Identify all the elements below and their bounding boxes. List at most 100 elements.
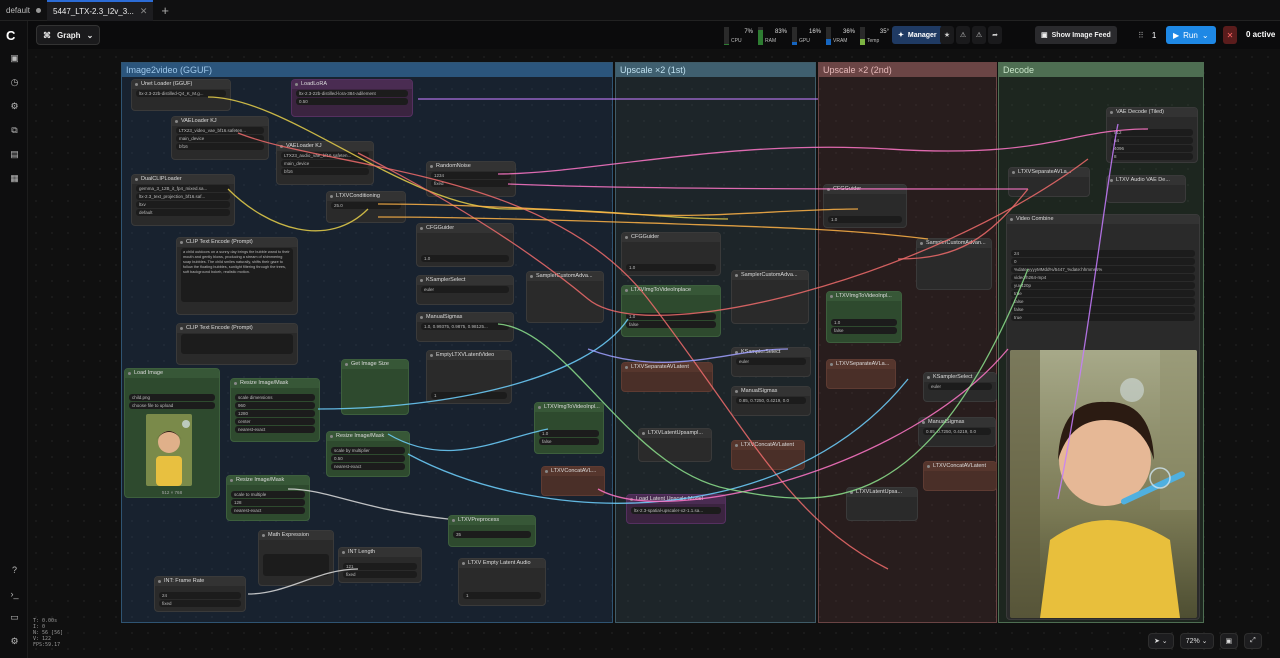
node-ksampler-select-u1[interactable]: KSamplerSelect euler	[731, 347, 811, 377]
node-widget[interactable]: 0.85, 0.7250, 0.4219, 0.0	[923, 428, 991, 435]
node-title[interactable]: Load Latent Upscale Model	[627, 495, 725, 504]
node-title[interactable]: LTXVImgToVideoInpl...	[535, 403, 603, 412]
node-widget[interactable]: 8	[1111, 153, 1193, 160]
node-clip-text-negative[interactable]: CLIP Text Encode (Prompt)	[176, 323, 298, 365]
node-ltxv-latent-upsample-2[interactable]: LTXVLatentUpsa...	[846, 487, 918, 521]
node-title[interactable]: KSamplerSelect	[924, 373, 996, 382]
node-widget[interactable]: 128	[231, 499, 305, 506]
forward-icon[interactable]: ➦	[988, 26, 1002, 44]
node-widget[interactable]: fixed	[431, 180, 511, 187]
node-widget[interactable]: false	[626, 321, 716, 328]
node-title[interactable]: Video Combine	[1007, 215, 1199, 224]
group-upscale-1st[interactable]: Upscale ×2 (1st)	[615, 62, 816, 623]
node-title[interactable]: CFGGuider	[622, 233, 720, 242]
alert-icon[interactable]: ⚠	[972, 26, 986, 44]
node-widget[interactable]: LTX23_audio_vae_bf16.safeten...	[281, 152, 369, 159]
node-widget[interactable]: euler	[928, 383, 992, 390]
node-widget[interactable]: 1.0, 0.99375, 0.9875, 0.98125...	[421, 323, 509, 330]
node-widget[interactable]: 0	[1011, 258, 1195, 265]
node-title[interactable]: Math Expression	[259, 531, 333, 540]
node-widget[interactable]: scale to multiple	[231, 491, 305, 498]
node-ltxv-img-inplace[interactable]: LTXVImgToVideoInpl... 1.0 false	[534, 402, 604, 454]
node-load-lora[interactable]: LoadLoRA ltx-2.3-22b-distilled-lora-384-…	[291, 79, 413, 117]
node-widget[interactable]: 1280	[235, 410, 315, 417]
node-widget[interactable]: ltx-2.3_text_projection_bf16.saf...	[136, 193, 230, 200]
node-resize-image-3[interactable]: Resize Image/Mask scale to multiple 128 …	[226, 475, 310, 521]
node-ksampler-select-u2[interactable]: KSamplerSelect euler	[923, 372, 997, 402]
node-ltxv-img-u2[interactable]: LTXVImgToVideoInpl... 1.0 false	[826, 291, 902, 343]
node-cfg-guider-u2[interactable]: CFGGuider 1.0	[823, 184, 907, 228]
close-icon[interactable]: ✕	[139, 5, 148, 16]
node-widget[interactable]: 4096	[1111, 145, 1193, 152]
video-preview[interactable]	[1010, 350, 1197, 618]
node-title[interactable]: LTXV Empty Latent Audio	[459, 559, 545, 568]
node-widget[interactable]: 64	[1111, 137, 1193, 144]
upload-button[interactable]: choose file to upload	[129, 402, 215, 409]
show-image-feed-button[interactable]: ▣ Show Image Feed	[1035, 26, 1117, 44]
node-manual-sigmas[interactable]: ManualSigmas 1.0, 0.99375, 0.9875, 0.981…	[416, 312, 514, 342]
node-ltxv-latent-upsample[interactable]: LTXVLatentUpsampl...	[638, 428, 712, 462]
node-widget[interactable]: main_device	[281, 160, 369, 167]
node-sampler-custom-u1[interactable]: SamplerCustomAdva...	[731, 270, 809, 324]
node-dual-clip-loader[interactable]: DualCLIPLoader gemma_3_12B_it_fp4_mixed.…	[131, 174, 235, 226]
node-title[interactable]: Load Image	[125, 369, 219, 378]
node-widget[interactable]: video/h264-mp4	[1011, 274, 1195, 281]
node-ltxv-empty-audio[interactable]: LTXV Empty Latent Audio 1	[458, 558, 546, 606]
node-title[interactable]: VAELoader KJ	[277, 142, 373, 151]
node-title[interactable]: Resize Image/Mask	[231, 379, 319, 388]
node-int-frame-rate[interactable]: INT: Frame Rate 24 fixed	[154, 576, 246, 612]
node-ltxv-concat-u1[interactable]: LTXVConcatAVLatent	[731, 440, 805, 470]
node-widget[interactable]: 0.50	[331, 455, 405, 462]
node-title[interactable]: ManualSigmas	[417, 313, 513, 322]
run-button[interactable]: ▶ Run ⌄	[1166, 26, 1216, 44]
node-title[interactable]: SamplerCustomAdva...	[732, 271, 808, 280]
node-widget[interactable]: ltx-2.3-spatial-upscaler-x2-1.1.sa...	[631, 507, 721, 514]
node-widget[interactable]: 25.0	[331, 202, 401, 209]
node-cfg-guider-u1[interactable]: CFGGuider 1.0	[621, 232, 721, 276]
node-title[interactable]: LTXVConcatAVL...	[542, 467, 604, 476]
workflows-icon[interactable]: ▤	[10, 149, 19, 159]
node-title[interactable]: INT: Frame Rate	[155, 577, 245, 586]
node-widget[interactable]: false	[1011, 306, 1195, 313]
group-title[interactable]: Upscale ×2 (2nd)	[819, 63, 996, 77]
nodes-icon[interactable]: ⚙	[10, 101, 19, 111]
node-title[interactable]: LTXVSeparateAVLa...	[1009, 168, 1089, 177]
node-title[interactable]: CLIP Text Encode (Prompt)	[177, 324, 297, 333]
help-icon[interactable]: ?	[11, 564, 17, 575]
node-title[interactable]: CFGGuider	[417, 224, 513, 233]
node-title[interactable]: CLIP Text Encode (Prompt)	[177, 238, 297, 247]
node-widget[interactable]: 1234	[431, 172, 511, 179]
node-widget[interactable]: 1.0	[539, 430, 599, 437]
node-title[interactable]: KSamplerSelect	[417, 276, 513, 285]
node-title[interactable]: INT Length	[339, 548, 421, 557]
group-title[interactable]: Image2video (GGUF)	[122, 63, 612, 77]
node-title[interactable]: RandomNoise	[427, 162, 515, 171]
node-ltxv-separate-u1[interactable]: LTXVSeparateAVLatent	[621, 362, 713, 392]
node-title[interactable]: LTXVLatentUpsa...	[847, 488, 917, 497]
node-title[interactable]: LTXVPreprocess	[449, 516, 535, 525]
select-mode-button[interactable]: ➤ ⌄	[1148, 633, 1174, 649]
node-ltxv-separate-dec[interactable]: LTXVSeparateAVLa...	[1008, 167, 1090, 197]
node-widget[interactable]: 1.0	[626, 264, 716, 271]
node-widget[interactable]: default	[136, 209, 230, 216]
node-sampler-custom[interactable]: SamplerCustomAdva...	[526, 271, 604, 323]
node-math-expression[interactable]: Math Expression	[258, 530, 334, 586]
group-title[interactable]: Upscale ×2 (1st)	[616, 63, 815, 77]
node-title[interactable]: VAE Decode (Tiled)	[1107, 108, 1197, 117]
share-icon[interactable]: ⚠	[956, 26, 970, 44]
node-ltxv-preprocess[interactable]: LTXVPreprocess 35	[448, 515, 536, 547]
node-vae-loader-kj[interactable]: VAELoader KJ LTX23_video_vae_bf16.safete…	[171, 116, 269, 160]
history-icon[interactable]: ◷	[10, 77, 19, 87]
node-widget[interactable]: euler	[421, 286, 509, 293]
node-title[interactable]: VAELoader KJ	[172, 117, 268, 126]
node-widget[interactable]: false	[539, 438, 599, 445]
link-visibility-icon[interactable]: ⤢	[1244, 633, 1262, 649]
node-widget[interactable]: euler	[736, 358, 806, 365]
node-widget[interactable]: 0.85, 0.7250, 0.4219, 0.0	[736, 397, 806, 404]
node-widget[interactable]: 960	[235, 402, 315, 409]
node-manual-sigmas-u2[interactable]: ManualSigmas 0.85, 0.7250, 0.4219, 0.0	[918, 417, 996, 447]
node-title[interactable]: LTXVLatentUpsampl...	[639, 429, 711, 438]
node-widget[interactable]: 1.0	[421, 255, 509, 262]
node-ltxv-audio-decode[interactable]: LTXV Audio VAE De...	[1106, 175, 1186, 203]
node-title[interactable]: LTXVSeparateAVLatent	[622, 363, 712, 372]
